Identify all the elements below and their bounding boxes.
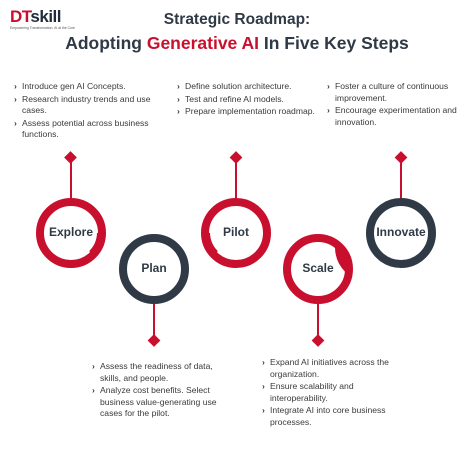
- title-suffix: In Five Key Steps: [259, 33, 409, 53]
- brand-logo: DTskill Empowering Transformation, AI at…: [10, 8, 100, 38]
- logo-skill: skill: [30, 7, 61, 26]
- list-item: ›Ensure scalability and interoperability…: [262, 381, 354, 403]
- chevron-right-icon: ›: [177, 93, 180, 104]
- explore-ring-overlap: [89, 232, 105, 257]
- scale-bullets: ›Expand AI initiatives across the organi…: [262, 357, 390, 430]
- page-title-line2: Adopting Generative AI In Five Key Steps: [0, 33, 474, 54]
- scale-ring: [283, 234, 353, 304]
- chevron-right-icon: ›: [327, 105, 330, 116]
- diamond-icon: [147, 334, 161, 347]
- title-prefix: Adopting: [65, 33, 147, 53]
- scale-ring-overlap: [335, 247, 351, 272]
- logo-tagline: Empowering Transformation, AI at the Cor…: [10, 26, 76, 30]
- diamond-icon: [229, 151, 243, 164]
- list-item: ›Prepare implementation roadmap.: [177, 106, 315, 117]
- innovate-bullets: ›Foster a culture of continuous improvem…: [327, 81, 467, 129]
- page-title-line1: Strategic Roadmap:: [163, 11, 311, 28]
- list-item: ›Analyze cost benefits. Select business …: [92, 385, 217, 419]
- chevron-right-icon: ›: [177, 106, 180, 117]
- pilot-ring-overlap: [202, 232, 218, 257]
- explore-bullets: ›Introduce gen AI Concepts. ›Research in…: [14, 81, 160, 142]
- chevron-right-icon: ›: [177, 81, 180, 91]
- list-item: ›Foster a culture of continuous improvem…: [327, 81, 449, 103]
- diamond-icon: [311, 334, 325, 347]
- title-highlight: Generative AI: [146, 33, 260, 53]
- pilot-bullets: ›Define solution architecture. ›Test and…: [177, 81, 319, 119]
- list-item: ›Assess the readiness of data, skills, a…: [92, 361, 213, 383]
- step-label-innovate: Innovate: [376, 225, 426, 239]
- chevron-right-icon: ›: [327, 81, 330, 91]
- list-item: ›Encourage experimentation and innovatio…: [327, 105, 457, 127]
- list-item: ›Introduce gen AI Concepts.: [14, 81, 126, 91]
- list-item: ›Expand AI initiatives across the organi…: [262, 357, 389, 379]
- plan-ring: [119, 234, 189, 304]
- logo-wordmark: DTskill: [10, 8, 100, 25]
- list-item: ›Test and refine AI models.: [177, 93, 284, 104]
- step-label-scale: Scale: [302, 261, 334, 275]
- chevron-right-icon: ›: [14, 93, 17, 104]
- chevron-right-icon: ›: [92, 385, 95, 396]
- step-label-plan: Plan: [141, 261, 166, 275]
- chevron-right-icon: ›: [14, 81, 17, 91]
- chevron-right-icon: ›: [14, 117, 17, 128]
- diamond-icon: [394, 151, 408, 164]
- chevron-right-icon: ›: [262, 357, 265, 367]
- list-item: ›Research industry trends and use cases.: [14, 93, 151, 116]
- list-item: ›Define solution architecture.: [177, 81, 292, 91]
- step-label-pilot: Pilot: [223, 225, 249, 239]
- chevron-right-icon: ›: [262, 405, 265, 416]
- plan-bullets: ›Assess the readiness of data, skills, a…: [92, 361, 224, 421]
- logo-dt: DT: [10, 7, 31, 26]
- chevron-right-icon: ›: [92, 361, 95, 371]
- innovate-ring: [366, 198, 436, 268]
- list-item: ›Assess potential across business functi…: [14, 117, 149, 140]
- step-label-explore: Explore: [49, 225, 93, 239]
- chevron-right-icon: ›: [262, 381, 265, 392]
- pilot-ring: [201, 198, 271, 268]
- diamond-icon: [64, 151, 77, 164]
- list-item: ›Integrate AI into core business process…: [262, 405, 386, 427]
- explore-ring: [36, 198, 106, 268]
